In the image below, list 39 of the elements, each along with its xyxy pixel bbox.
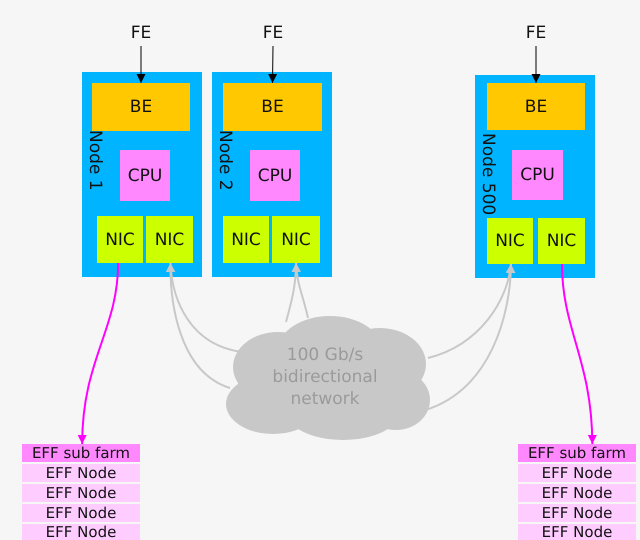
arrow — [428, 264, 514, 359]
arrow — [532, 46, 540, 84]
node-label: Node 500 — [479, 133, 497, 216]
nic-box: NIC — [487, 218, 533, 264]
arrow — [136, 46, 146, 84]
cpu-box: CPU — [250, 150, 300, 201]
backend-box: BE — [487, 83, 585, 130]
eff-node-row: EFF Node — [518, 524, 636, 540]
eff-node-row: EFF Node — [22, 464, 140, 482]
arrow — [292, 262, 309, 318]
arrow — [560, 264, 597, 444]
subfarm-header: EFF sub farm — [518, 444, 636, 462]
arrow — [78, 262, 120, 444]
eff-node-row: EFF Node — [22, 524, 140, 540]
label-text: FE — [516, 20, 556, 46]
nic-box: NIC — [223, 216, 269, 263]
eff-node-row: EFF Node — [518, 464, 636, 482]
backend-box: BE — [92, 83, 190, 131]
arrow — [166, 263, 230, 389]
label-text: FE — [121, 20, 161, 46]
eff-node-row: EFF Node — [22, 484, 140, 502]
eff-node-row: EFF Node — [518, 504, 636, 522]
nic-box: NIC — [538, 218, 585, 264]
subfarm-header: EFF sub farm — [22, 444, 140, 462]
server-node-box — [212, 72, 332, 277]
nic-box: NIC — [146, 216, 193, 263]
nic-box: NIC — [272, 216, 320, 263]
eff-node-row: EFF Node — [22, 504, 140, 522]
arrow — [268, 46, 278, 84]
eff-node-row: EFF Node — [518, 484, 636, 502]
cpu-box: CPU — [120, 150, 170, 201]
backend-box: BE — [223, 83, 322, 131]
server-node-box — [475, 75, 595, 278]
node-label: Node 1 — [86, 130, 104, 191]
cpu-box: CPU — [512, 150, 563, 200]
nic-box: NIC — [97, 216, 143, 263]
node-label: Node 2 — [216, 130, 234, 191]
server-node-box — [82, 72, 202, 277]
label-text: FE — [253, 20, 293, 46]
